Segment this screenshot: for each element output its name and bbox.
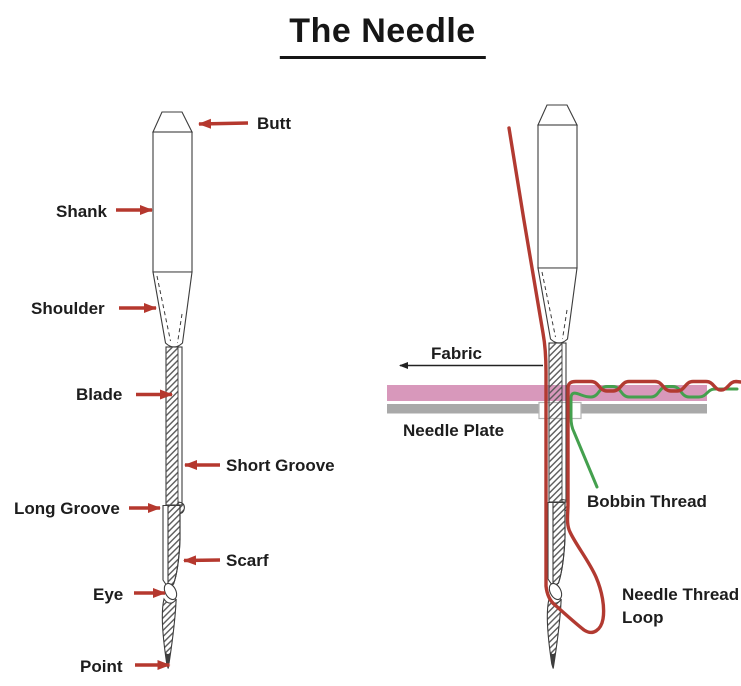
label-point: Point: [80, 657, 123, 676]
label-long-groove: Long Groove: [14, 499, 120, 518]
diagram-title: The Needle: [279, 12, 486, 59]
shoulder-dashed-line: [541, 271, 556, 338]
label-bobbin-thread: Bobbin Thread: [587, 492, 707, 511]
left-needle-illustration: [116, 111, 249, 670]
blade-upper-hatch: [549, 343, 562, 502]
point-tip-shape: [549, 651, 556, 669]
shank-shape: [152, 131, 193, 273]
blade-lower-hatch: [552, 501, 566, 587]
label-needle-plate: Needle Plate: [403, 421, 505, 440]
blade-lower-hatch: [167, 504, 181, 588]
point-shape: [546, 597, 562, 669]
stitch-formation-illustration: [387, 104, 741, 669]
shank-shape: [537, 124, 578, 269]
butt-shape: [152, 111, 193, 133]
scarf-arrow: [183, 555, 221, 566]
label-shank: Shank: [56, 202, 108, 221]
label-needle-thread-loop: Needle Thread Loop: [622, 585, 740, 627]
blade-upper-hatch: [166, 347, 178, 505]
label-eye: Eye: [93, 585, 124, 604]
point-shape: [161, 597, 177, 669]
shoulder-dashed-line: [156, 275, 171, 342]
label-blade: Blade: [76, 385, 123, 404]
butt-arrow: [198, 118, 249, 129]
bobbin-thread-path: [569, 385, 739, 489]
needle-thread-path: [507, 126, 741, 635]
butt-shape: [537, 104, 578, 126]
label-butt: Butt: [257, 114, 291, 133]
label-short-groove: Short Groove: [226, 456, 335, 475]
shoulder-dashed-line: [177, 313, 183, 344]
label-fabric: Fabric: [431, 344, 483, 363]
point-tip-shape: [164, 651, 171, 669]
right-needle-illustration: [537, 104, 578, 669]
label-scarf: Scarf: [226, 551, 269, 570]
label-shoulder: Shoulder: [31, 299, 105, 318]
shoulder-dashed-line: [562, 309, 568, 340]
eye-shape: [548, 582, 563, 601]
